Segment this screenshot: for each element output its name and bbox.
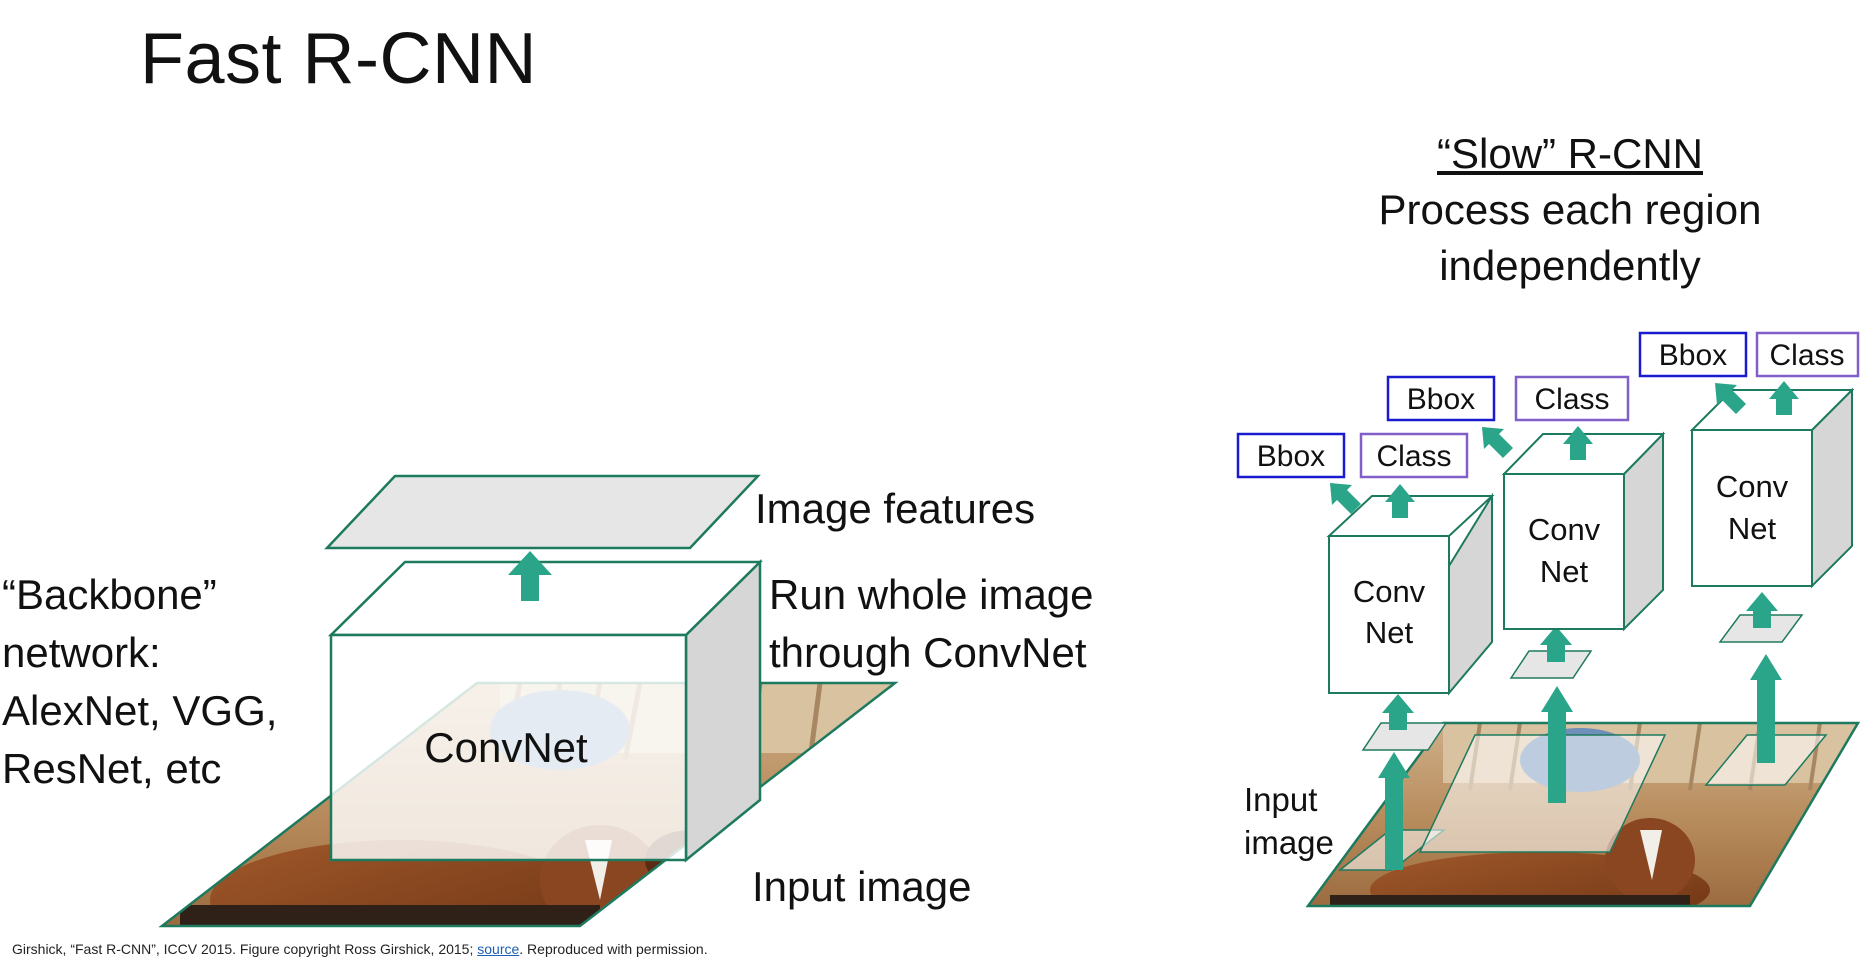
caption-prefix: Girshick, “Fast R-CNN”, ICCV 2015. Figur… bbox=[12, 941, 478, 957]
backbone-line: AlexNet, VGG, bbox=[2, 687, 278, 734]
right-input-image-label: Input image bbox=[1244, 778, 1334, 864]
backbone-line: ResNet, etc bbox=[2, 745, 222, 792]
input-image-label: Input image bbox=[752, 863, 972, 910]
slow-rcnn-heading: “Slow” R-CNN Process each region indepen… bbox=[1330, 126, 1810, 294]
bbox-box-1 bbox=[1236, 432, 1346, 479]
conv-net-label-3b: Net bbox=[1728, 511, 1777, 546]
class-box-3 bbox=[1755, 331, 1860, 378]
figure-caption: Girshick, “Fast R-CNN”, ICCV 2015. Figur… bbox=[12, 941, 708, 957]
left-convnet-label: ConvNet bbox=[424, 724, 588, 771]
bbox-box-3 bbox=[1638, 331, 1748, 378]
right-input-image bbox=[1305, 721, 1861, 908]
slow-rcnn-line: independently bbox=[1439, 242, 1701, 289]
page-title: Fast R-CNN bbox=[140, 19, 537, 99]
class-label-2: Class bbox=[1534, 383, 1609, 416]
conv-net-label-1a: Conv bbox=[1353, 574, 1426, 609]
bbox-label-1: Bbox bbox=[1257, 440, 1325, 473]
class-box-1 bbox=[1359, 432, 1469, 479]
conv-net-label-1b: Net bbox=[1365, 615, 1414, 650]
slow-rcnn-title: “Slow” R-CNN bbox=[1437, 130, 1703, 177]
class-box-2 bbox=[1514, 375, 1630, 422]
bbox-label-3: Bbox bbox=[1659, 339, 1727, 372]
bbox-box-2 bbox=[1386, 375, 1496, 422]
backbone-label: “Backbone” network: AlexNet, VGG, ResNet… bbox=[2, 566, 302, 798]
left-convnet-box bbox=[327, 559, 764, 863]
region-column-3: Conv Net Bbox Class bbox=[1638, 331, 1860, 763]
image-features-plane bbox=[324, 474, 761, 550]
conv-net-label-2a: Conv bbox=[1528, 512, 1601, 547]
bbox-label-2: Bbox bbox=[1407, 383, 1475, 416]
run-label-line: through ConvNet bbox=[769, 629, 1087, 676]
conv-net-label-2b: Net bbox=[1540, 554, 1589, 589]
region-column-1: Conv Net Bbox Class bbox=[1236, 432, 1495, 870]
image-features-label: Image features bbox=[755, 485, 1036, 532]
caption-suffix: . Reproduced with permission. bbox=[519, 941, 708, 957]
class-label-1: Class bbox=[1376, 440, 1451, 473]
class-label-3: Class bbox=[1769, 339, 1844, 372]
region-column-2: Conv Net Bbox Class bbox=[1386, 375, 1666, 803]
slow-rcnn-line: Process each region bbox=[1378, 186, 1762, 233]
source-link[interactable]: source bbox=[477, 941, 520, 957]
run-whole-image-label: Run whole image through ConvNet bbox=[769, 566, 1094, 682]
backbone-line: “Backbone” bbox=[2, 571, 217, 618]
conv-net-label-3a: Conv bbox=[1716, 469, 1789, 504]
left-up-arrow bbox=[508, 551, 552, 601]
right-input-line: image bbox=[1244, 824, 1334, 861]
run-label-line: Run whole image bbox=[769, 571, 1094, 618]
right-input-line: Input bbox=[1244, 781, 1318, 818]
backbone-line: network: bbox=[2, 629, 161, 676]
